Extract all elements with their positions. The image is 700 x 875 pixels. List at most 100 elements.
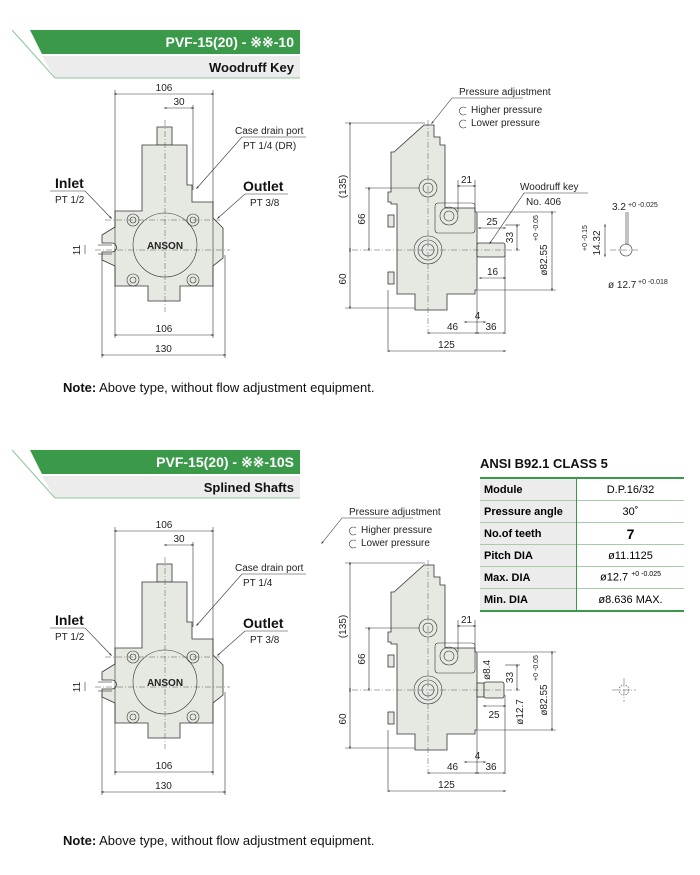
spec-value: D.P.16/32 [576, 477, 684, 501]
woodruff-key-number: No. 406 [526, 197, 561, 208]
spec-value: ø12.7 +0 -0.025 [576, 566, 684, 589]
dim-bottom-width-value: 106 [156, 324, 173, 335]
dim-height-value: (135) [338, 175, 349, 198]
key-width: 3.2 [612, 202, 626, 213]
dim-pilot-tol: +0 -0.05 [533, 215, 540, 241]
key-height: 14.32 [592, 230, 603, 255]
dim-pilot-tol: +0 -0.05 [533, 655, 540, 681]
dim-top-width: 106 [113, 520, 215, 532]
note-label: Note: [63, 833, 97, 848]
dim-4: 4 [463, 751, 487, 763]
key-width-tol: +0 -0.025 [628, 202, 658, 209]
spec-label: Max. DIA [480, 566, 577, 589]
dim-bottom-width-value: 106 [156, 761, 173, 772]
dim-125: 125 [386, 340, 507, 352]
outlet-size: PT 3/8 [250, 198, 280, 209]
drain-port-size: PT 1/4 (DR) [243, 141, 296, 152]
spec-tolerance: +0 -0.025 [631, 571, 661, 579]
dim-top-width: 106 [113, 83, 215, 95]
drain-port-label: Case drain port [235, 563, 304, 574]
dim-bottom-width: 106 [113, 324, 215, 336]
dim-33: 33 [505, 223, 518, 252]
outlet-label: Outlet [243, 615, 284, 631]
lower-pressure-label: Lower pressure [361, 538, 430, 549]
dim-60: 60 [338, 248, 351, 310]
dim-125-value: 125 [438, 780, 455, 791]
drain-port-size: PT 1/4 [243, 578, 273, 589]
inlet-label: Inlet [55, 175, 84, 191]
spec-value-main: ø12.7 [600, 571, 629, 584]
dim-36-value: 36 [485, 322, 497, 333]
dim-offset-value: 30 [173, 97, 185, 108]
model-title: PVF-15(20) - ※※-10 [166, 34, 295, 50]
dim-ear-value: 11 [72, 681, 83, 692]
dim-4: 4 [463, 311, 487, 323]
dim-36: 36 [475, 322, 507, 334]
note-2: Note: Above type, without flow adjustmen… [63, 833, 374, 848]
pressure-adjustment-callout: Pressure adjustment Higher pressure Lowe… [431, 87, 551, 129]
dim-33-value: 33 [505, 232, 516, 244]
dim-overall-width-value: 130 [155, 344, 172, 355]
dim-ear: 11 [72, 244, 86, 255]
spec-title: ANSI B92.1 CLASS 5 [480, 456, 608, 471]
dim-16-value: 16 [487, 267, 499, 278]
woodruff-key-label: Woodruff key [520, 182, 579, 193]
dim-16: 16 [478, 267, 507, 279]
dim-46-value: 46 [447, 762, 459, 773]
dim-offset: 30 [163, 97, 195, 109]
dim-offset-value: 30 [173, 534, 185, 545]
inlet-size: PT 1/2 [55, 632, 85, 643]
dim-60-value: 60 [338, 713, 349, 725]
clockwise-icon [459, 106, 467, 116]
dim-25: 25 [477, 217, 507, 229]
model-title: PVF-15(20) - ※※-10S [156, 454, 294, 470]
dim-46-value: 46 [447, 322, 459, 333]
dim-4-value: 4 [475, 311, 481, 322]
dim-33-value: 33 [505, 672, 516, 684]
counterclockwise-icon [459, 119, 467, 129]
higher-pressure-label: Higher pressure [471, 105, 543, 116]
spec-label: Module [480, 477, 577, 501]
spline-section [612, 678, 636, 702]
spec-value: 30˚ [576, 500, 684, 523]
dim-pilot-value: ø82.55 [539, 244, 550, 276]
dim-overall-width: 130 [100, 344, 227, 356]
spec-label: Pitch DIA [480, 544, 577, 567]
pressure-adjustment-label: Pressure adjustment [349, 507, 441, 518]
dim-4-value: 4 [475, 751, 481, 762]
outlet-label: Outlet [243, 178, 284, 194]
dim-ear: 11 [72, 681, 86, 692]
note-text: Above type, without flow adjustment equi… [99, 380, 375, 395]
dim-pilot: ø82.55+0 -0.05 [533, 650, 553, 732]
drain-port-label: Case drain port [235, 126, 304, 137]
dim-36: 36 [475, 762, 507, 774]
dim-height-value: (135) [338, 615, 349, 638]
dim-46: 46 [426, 322, 479, 334]
shaft-type-title: Splined Shafts [204, 480, 294, 495]
dim-46: 46 [426, 762, 479, 774]
dim-12-7: ø12.7 [515, 699, 526, 725]
dim-66-value: 66 [357, 213, 368, 225]
dim-60: 60 [338, 688, 351, 750]
dim-8-4: ø8.4 [482, 660, 493, 680]
key-height-tol: +0 -0.15 [582, 225, 589, 251]
counterclockwise-icon [349, 539, 357, 549]
pressure-adjustment-label: Pressure adjustment [459, 87, 551, 98]
dim-33: 33 [505, 663, 518, 692]
shaft-dia-tol: +0 -0.018 [638, 279, 668, 286]
dim-top-width-value: 106 [156, 83, 173, 94]
dim-66: 66 [357, 626, 370, 692]
dim-21: 21 [456, 615, 477, 627]
shaft-type-title: Woodruff Key [209, 60, 295, 75]
spec-value: ø8.636 MAX. [576, 588, 684, 611]
